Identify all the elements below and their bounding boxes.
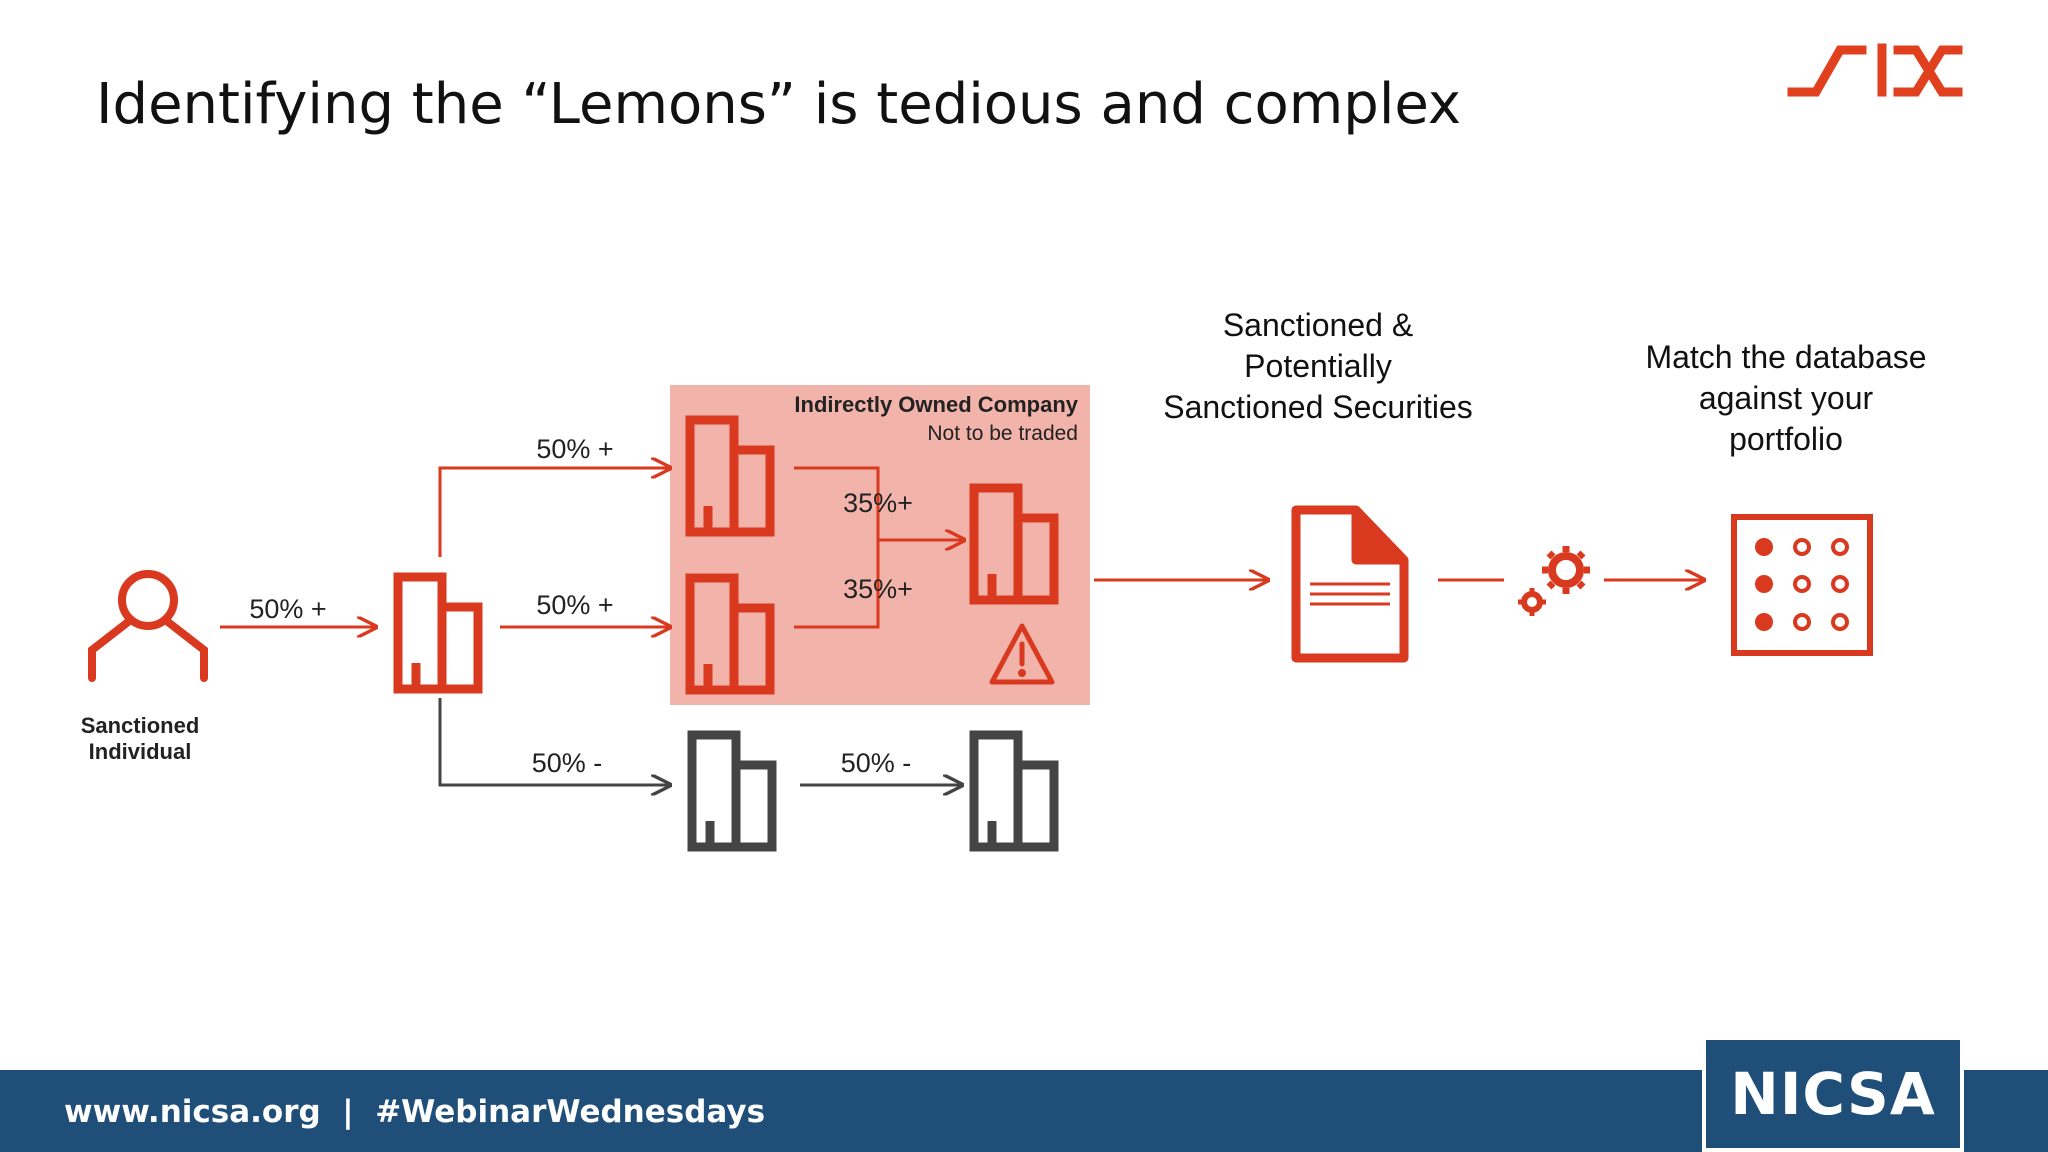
- edge-label-lower: 50% -: [532, 748, 603, 778]
- document-icon: [1291, 505, 1409, 663]
- arrow-to-upper-company: [438, 468, 670, 557]
- edge-label-middle-indirect: 35%+: [843, 574, 913, 604]
- source-label-line1: Sanctioned: [81, 713, 200, 738]
- box-title: Indirectly Owned Company: [794, 392, 1078, 417]
- edge-label-upper: 50% +: [536, 434, 613, 464]
- six-logo: [1787, 43, 1963, 97]
- edge-label-lower-next: 50% -: [841, 748, 912, 778]
- merge-line-middle: [794, 540, 880, 629]
- securities-label-line1: Sanctioned &: [1223, 307, 1413, 343]
- footer-text: www.nicsa.org | #WebinarWednesdays: [64, 1094, 766, 1130]
- match-label-line1: Match the database: [1645, 339, 1926, 375]
- securities-label-line3: Sanctioned Securities: [1163, 389, 1473, 425]
- person-icon: [88, 570, 208, 682]
- edge-label-middle: 50% +: [536, 590, 613, 620]
- arrow-to-lower-company: [438, 698, 670, 785]
- merge-line-upper: [794, 466, 880, 540]
- slide-title: Identifying the “Lemons” is tedious and …: [96, 72, 1461, 137]
- warning-icon: [989, 623, 1055, 685]
- match-label-line2: against your: [1699, 380, 1874, 416]
- directly-owned-company-icon: [398, 577, 478, 689]
- edge-label-upper-indirect: 35%+: [843, 488, 913, 518]
- source-label-line2: Individual: [89, 739, 192, 764]
- ownership-diagram: Indirectly Owned Company Not to be trade…: [81, 307, 1927, 1060]
- box-subtitle: Not to be traded: [927, 422, 1078, 445]
- edge-label-individual: 50% +: [249, 594, 326, 624]
- nicsa-logo: NICSA: [1702, 1036, 1964, 1152]
- six-logo-x: [1893, 45, 1963, 97]
- lower-next-company-icon: [974, 735, 1054, 847]
- match-label-line3: portfolio: [1729, 421, 1843, 457]
- gears-icon: [1518, 546, 1590, 616]
- securities-label-line2: Potentially: [1244, 348, 1392, 384]
- six-logo-s: [1787, 45, 1867, 97]
- lower-company-icon: [692, 735, 772, 847]
- portfolio-grid-icon: [1731, 514, 1873, 656]
- nicsa-logo-text: NICSA: [1730, 1060, 1936, 1128]
